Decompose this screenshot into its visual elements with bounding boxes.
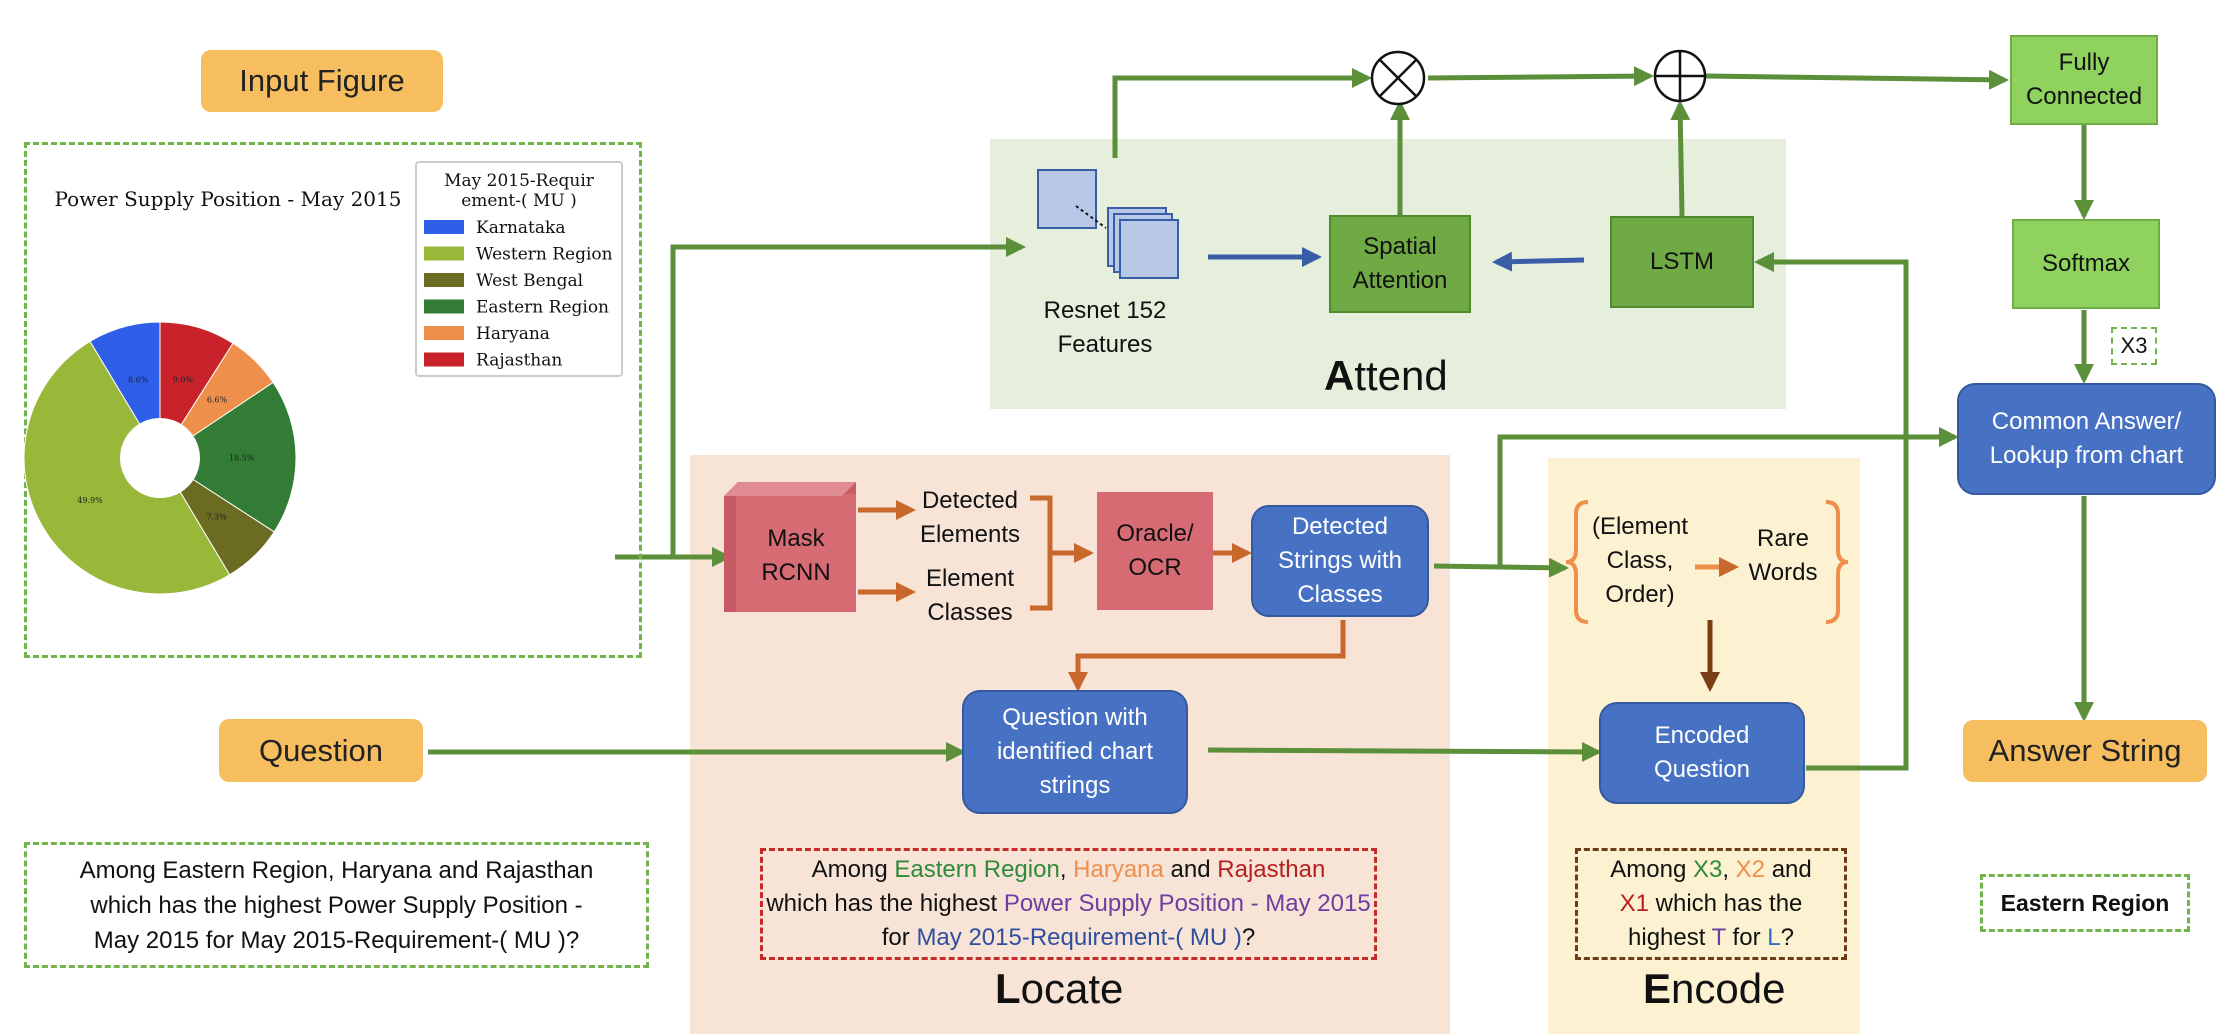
resnet-features-icon (1037, 169, 1179, 279)
legend-label-western-region: Western Region (476, 245, 613, 265)
legend-swatch-eastern-region (424, 299, 464, 314)
encode-example-box: Among X3, X2 and X1 which has the highes… (1575, 848, 1847, 960)
brace-left (1565, 500, 1589, 624)
arrow-identified-encoded (1207, 741, 1602, 762)
legend-title-line: ement-( MU ) (461, 191, 577, 211)
arrow-strings-common (1497, 427, 1959, 566)
mask-rcnn-block (724, 482, 856, 612)
legend-title-line: May 2015-Requir (444, 171, 595, 191)
question-line-1: Among Eastern Region, Haryana and Rajast… (79, 856, 594, 884)
x3-badge: X3 (2111, 327, 2157, 365)
legend-label-rajasthan: Rajasthan (476, 351, 562, 371)
input-figure-label: Input Figure (201, 50, 443, 112)
pie-label-rajasthan: 9.0% (173, 376, 194, 385)
legend-label-eastern-region: Eastern Region (476, 298, 609, 318)
pie-label-haryana: 6.6% (207, 396, 228, 405)
legend-frame (415, 161, 623, 377)
legend-label-karnataka: Karnataka (476, 218, 565, 238)
question-label: Question (219, 719, 423, 782)
pie-center-hole (120, 418, 200, 498)
lstm-node: LSTM (1610, 216, 1754, 308)
question-text-box: Among Eastern Region, Haryana and Rajast… (24, 842, 649, 968)
encode-title: Encode (1643, 965, 1786, 1012)
attend-title: Attend (1324, 352, 1448, 399)
legend-swatch-karnataka (424, 220, 464, 234)
locate-title: Locate (995, 965, 1124, 1012)
pie-chart: Power Supply Position - May 2015 8.6% 49.… (24, 161, 623, 595)
answer-string-label: Answer String (1963, 720, 2207, 782)
legend-swatch-haryana (424, 326, 464, 340)
brace-right (1825, 500, 1849, 624)
pie-slice-eastern-region (159, 381, 297, 533)
legend-swatch-west-bengal (424, 273, 464, 287)
question-line-2: which has the highest Power Supply Posit… (90, 891, 583, 919)
locate-example-box: Among Eastern Region, Haryana and Rajast… (760, 848, 1377, 960)
plus-operator (1653, 49, 1707, 103)
legend-swatch-western-region (424, 246, 464, 261)
arrow-plus-fc (1705, 69, 2009, 90)
arrow-figure-split (615, 237, 1026, 560)
legend-label-west-bengal: West Bengal (476, 271, 583, 291)
arrow-lstm-plus (1670, 100, 1691, 217)
arrow-strings-encode (1433, 557, 1569, 578)
common-answer-node: Common Answer/Lookup from chart (1957, 383, 2216, 495)
arrow-resnet-multiply (1112, 68, 1372, 158)
multiply-operator (1370, 50, 1426, 106)
arrow-encoded-lstm (1754, 252, 1909, 771)
arrow-lstm-attention (1492, 251, 1585, 272)
question-line-3: May 2015 for May 2015-Requirement-( MU )… (93, 926, 580, 954)
arrow-strings-identified (1068, 620, 1346, 692)
input-figure-frame (24, 142, 642, 658)
pie-label-eastern-region: 18.5% (229, 453, 255, 462)
answer-box: Eastern Region (1980, 874, 2190, 932)
pie-label-western-region: 49.9% (77, 496, 103, 505)
chart-title: Power Supply Position - May 2015 (55, 187, 402, 211)
pie-label-west-bengal: 7.3% (206, 513, 227, 522)
arrow-multiply-plus (1427, 66, 1654, 87)
legend-label-haryana: Haryana (476, 324, 550, 344)
pie-label-karnataka: 8.6% (128, 375, 149, 384)
softmax-node: Softmax (2012, 219, 2160, 309)
legend-swatch-rajasthan (424, 352, 464, 367)
oracle-ocr-node: Oracle/OCR (1097, 492, 1213, 610)
